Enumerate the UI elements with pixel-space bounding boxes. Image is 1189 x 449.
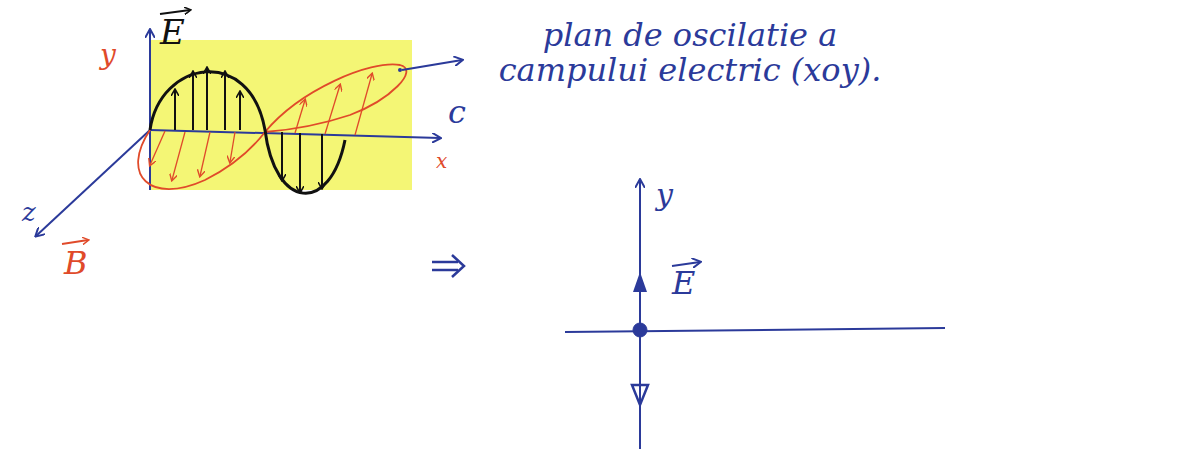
field-symbol: E [672, 266, 695, 301]
axis-label: y [656, 178, 673, 211]
axis-label: x [436, 150, 447, 172]
field-symbol: B [64, 246, 88, 281]
field-symbol: E [160, 14, 185, 51]
axis-label: z [22, 198, 36, 227]
plane-note: plan de oscilatie a campului electric (x… [470, 18, 910, 88]
axis-label: y [100, 40, 116, 71]
speed-label: c [448, 95, 466, 130]
